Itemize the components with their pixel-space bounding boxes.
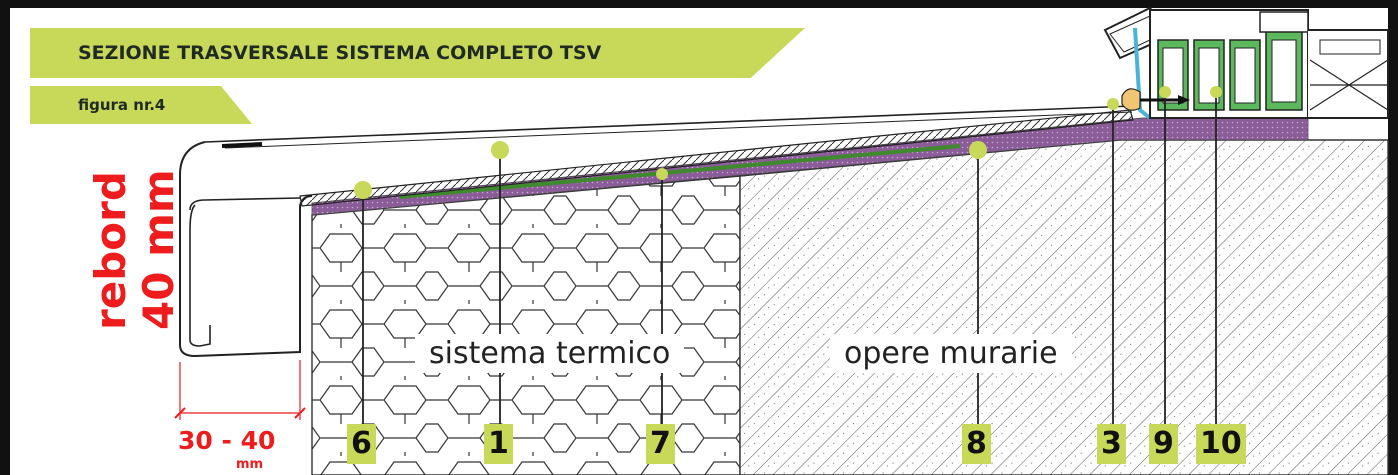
- callout-dot-7: [656, 168, 668, 180]
- rebord-value: 40 mm: [134, 169, 183, 330]
- callout-dots: [354, 86, 1222, 199]
- callout-number-10: 10: [1196, 424, 1246, 464]
- callout-dot-1: [491, 141, 509, 159]
- callout-dot-8: [969, 141, 987, 159]
- leader-lines: [362, 92, 1217, 424]
- callout-number-3: 3: [1097, 424, 1126, 464]
- callout-number-1: 1: [484, 424, 513, 464]
- thermal-insulation: [311, 175, 741, 475]
- callout-dot-3: [1107, 98, 1119, 110]
- callout-number-8: 8: [962, 424, 991, 464]
- window-frame-profile: [1103, 6, 1389, 120]
- callout-number-6: 6: [347, 424, 376, 464]
- callout-number-9: 9: [1149, 424, 1178, 464]
- callout-dot-9: [1159, 86, 1171, 98]
- sealant-layer: [311, 117, 1309, 216]
- rebord-label: rebord: [86, 171, 135, 330]
- sill-plate: [179, 105, 1134, 358]
- width-dimension-value: 30 - 40: [178, 426, 276, 455]
- callout-number-7: 7: [646, 424, 675, 464]
- rebord-dimension: rebord 40 mm: [60, 169, 200, 330]
- callout-dot-6: [354, 181, 372, 199]
- masonry-wall: [739, 139, 1389, 475]
- thermal-system-label: sistema termico: [415, 334, 685, 373]
- width-dimension-unit: mm: [236, 457, 264, 472]
- section-title: SEZIONE TRASVERSALE SISTEMA COMPLETO TSV: [30, 28, 805, 78]
- masonry-label: opere murarie: [830, 334, 1072, 373]
- width-dimension: [174, 360, 306, 420]
- callout-dot-10: [1210, 86, 1222, 98]
- figure-label: figura nr.4: [30, 86, 252, 124]
